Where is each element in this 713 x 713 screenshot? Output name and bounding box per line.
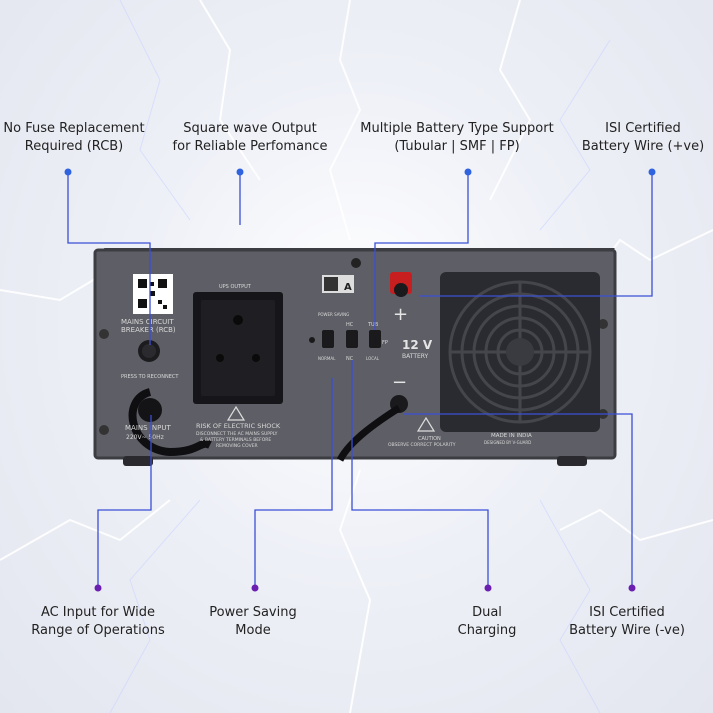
callout-rcb-line2: Required (RCB) bbox=[24, 139, 124, 154]
callout-dual-line2: Charging bbox=[457, 623, 517, 638]
callout-battery-line2: (Tubular | SMF | FP) bbox=[394, 139, 520, 154]
hc-label: HC bbox=[346, 322, 354, 328]
callout-wire-neg-line1: ISI Certified bbox=[589, 605, 665, 620]
battery-label: BATTERY bbox=[402, 353, 429, 360]
callout-wire-pos-line1: ISI Certified bbox=[605, 121, 681, 136]
callout-wire-neg-line2: Battery Wire (-ve) bbox=[569, 623, 685, 638]
rcb-label: MAINS CIRCUIT bbox=[121, 318, 174, 326]
normal-label: NORMAL bbox=[318, 356, 336, 361]
callout-dual-line1: Dual bbox=[472, 605, 502, 620]
callout-dual-charging: Dual Charging bbox=[458, 604, 517, 640]
fp-label: FP bbox=[382, 340, 388, 346]
voltage-label: 12 V bbox=[402, 338, 433, 352]
tub-label: TUB bbox=[367, 322, 379, 328]
mains-input-label: MAINS INPUT bbox=[125, 424, 171, 432]
callout-power-line2: Mode bbox=[235, 623, 271, 638]
callout-power-saving: Power Saving Mode bbox=[209, 604, 296, 640]
callout-ac-line2: Range of Operations bbox=[31, 623, 165, 638]
reconnect-label: PRESS TO RECONNECT bbox=[121, 374, 179, 380]
power-saving-label: POWER SAVING bbox=[318, 312, 349, 317]
mains-spec-label: 220V~ 50Hz bbox=[126, 434, 164, 441]
risk-line-3: REMOVING COVER bbox=[216, 443, 258, 449]
designed-label: DESIGNED BY V-GUARD bbox=[484, 440, 531, 445]
callout-ac-input: AC Input for Wide Range of Operations bbox=[31, 604, 164, 640]
risk-line-2: & BATTERY TERMINALS BEFORE bbox=[200, 437, 271, 443]
nc-label: NC bbox=[346, 356, 354, 362]
callout-power-line1: Power Saving bbox=[209, 605, 297, 620]
made-in-label: MADE IN INDIA bbox=[491, 433, 532, 439]
callout-ac-line1: AC Input for Wide bbox=[40, 605, 156, 620]
rcb-label-2: BREAKER (RCB) bbox=[121, 326, 176, 334]
minus-label: − bbox=[392, 372, 407, 393]
callout-battery-type: Multiple Battery Type Support (Tubular |… bbox=[360, 120, 553, 156]
local-label: LOCAL bbox=[366, 356, 380, 361]
callout-rcb-line1: No Fuse Replacement bbox=[3, 121, 145, 136]
badge-letter: A bbox=[344, 282, 352, 293]
callout-battery-line1: Multiple Battery Type Support bbox=[360, 121, 554, 136]
callout-square-line2: for Reliable Perfomance bbox=[172, 139, 328, 154]
callout-wire-positive: ISI Certified Battery Wire (+ve) bbox=[582, 120, 704, 156]
ups-output-label: UPS OUTPUT bbox=[219, 284, 252, 290]
callout-wire-pos-line2: Battery Wire (+ve) bbox=[581, 139, 705, 154]
callout-square-wave: Square wave Output for Reliable Perfoman… bbox=[173, 120, 328, 156]
plus-label: + bbox=[393, 304, 408, 325]
risk-line-1: DISCONNECT THE AC MAINS SUPPLY bbox=[196, 431, 278, 437]
callout-square-line1: Square wave Output bbox=[183, 121, 317, 136]
callout-rcb: No Fuse Replacement Required (RCB) bbox=[3, 120, 144, 156]
callout-wire-negative: ISI Certified Battery Wire (-ve) bbox=[569, 604, 685, 640]
caution-label: CAUTION bbox=[418, 436, 441, 442]
risk-title: RISK OF ELECTRIC SHOCK bbox=[196, 422, 281, 430]
caution-text: OBSERVE CORRECT POLARITY bbox=[388, 442, 456, 448]
